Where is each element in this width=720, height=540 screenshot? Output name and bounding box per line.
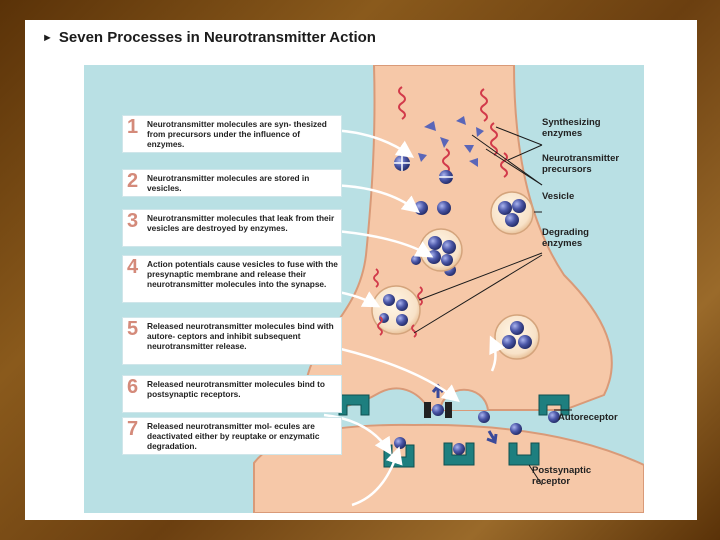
arrow-synthesis — [489, 335, 506, 372]
step-text: Action potentials cause vesicles to fuse… — [147, 259, 338, 289]
slide-title-text: Seven Processes in Neurotransmitter Acti… — [58, 29, 376, 46]
step-box: 5 Released neurotransmitter molecules bi… — [122, 317, 342, 365]
step-number: 7 — [127, 418, 139, 440]
arrow-step-6 — [323, 413, 392, 456]
step-number: 1 — [127, 116, 139, 138]
enzyme-coil — [398, 86, 406, 120]
slide-title: ► Seven Processes in Neurotransmitter Act… — [42, 29, 376, 46]
enzyme-coil — [500, 152, 508, 178]
precursor-wedge — [424, 121, 436, 131]
precursor-wedge — [469, 158, 478, 167]
diagram-panel: 1 Neurotransmitter molecules are syn- th… — [84, 65, 644, 513]
step-box: 4 Action potentials cause vesicles to fu… — [122, 255, 342, 303]
released-neurotransmitters — [394, 411, 522, 449]
precursor-wedge — [476, 127, 484, 137]
autoreceptor-shape — [338, 394, 370, 416]
label-neurotransmitter-precursors: Neurotransmitter precursors — [542, 153, 620, 175]
pointer-postsynaptic-receptor — [528, 464, 543, 486]
forming-neurotransmitters — [394, 155, 453, 184]
pointer-precursors — [471, 134, 543, 186]
step-text: Released neurotransmitter mol- ecules ar… — [147, 421, 320, 451]
step-text: Released neurotransmitter molecules bind… — [147, 379, 325, 399]
pointer-degrading-enzymes — [413, 254, 543, 334]
step-box: 7 Released neurotransmitter mol- ecules … — [122, 417, 342, 455]
label-autoreceptor: Autoreceptor — [558, 412, 618, 423]
label-synthesizing-enzymes: Synthesizing enzymes — [542, 117, 601, 139]
step-number: 4 — [127, 256, 139, 278]
step-box: 6 Released neurotransmitter molecules bi… — [122, 375, 342, 413]
precursor-wedge — [456, 116, 466, 125]
precursor-wedge — [418, 153, 427, 162]
vesicle — [490, 191, 534, 235]
pointer-precursors — [485, 148, 543, 186]
degrading-enzyme-coil — [377, 316, 383, 336]
bullet-arrow-icon: ► — [42, 32, 53, 44]
step-text: Released neurotransmitter molecules bind… — [147, 321, 334, 351]
arrow-step-7 — [351, 446, 403, 507]
postsynaptic-receptor-shape — [508, 442, 540, 466]
label-postsynaptic-receptor: Postsynaptic receptor — [532, 465, 592, 487]
step-number: 3 — [127, 210, 139, 232]
step-box: 1 Neurotransmitter molecules are syn- th… — [122, 115, 342, 153]
vesicle — [494, 314, 540, 360]
pointer-lines — [413, 126, 572, 486]
degrading-enzyme-coil — [373, 268, 379, 288]
step-number: 2 — [127, 170, 139, 192]
enzyme-coil — [442, 148, 450, 174]
step-box: 3 Neurotransmitter molecules that leak f… — [122, 209, 342, 247]
degrading-enzyme-coil — [417, 286, 423, 306]
enzyme-coil — [490, 122, 498, 156]
label-degrading-enzymes: Degrading enzymes — [542, 227, 589, 249]
step-text: Neurotransmitter molecules are stored in… — [147, 173, 310, 193]
arrow-step-5 — [323, 343, 460, 403]
enzyme-coil — [480, 88, 488, 122]
step-box: 2 Neurotransmitter molecules are stored … — [122, 169, 342, 197]
synthesizing-enzyme-coils — [398, 86, 508, 178]
vesicle — [419, 228, 463, 272]
reuptake-arrow — [486, 430, 498, 445]
postsynaptic-receptor-shape — [443, 442, 475, 466]
vesicle-degradation — [371, 268, 423, 338]
label-vesicle: Vesicle — [542, 191, 575, 202]
pointer-degrading-enzymes — [418, 252, 543, 301]
slide: ► Seven Processes in Neurotransmitter Act… — [25, 20, 697, 520]
precursor-wedge — [464, 145, 474, 153]
step-number: 5 — [127, 318, 139, 340]
pointer-synthesizing-enzymes — [507, 144, 543, 161]
step-number: 6 — [127, 376, 139, 398]
step-text: Neurotransmitter molecules are syn- thes… — [147, 119, 327, 149]
step-text: Neurotransmitter molecules that leak fro… — [147, 213, 335, 233]
neurotransmitter-precursors — [418, 116, 484, 167]
synapse-illustration — [253, 65, 644, 513]
pointer-synthesizing-enzymes — [495, 126, 543, 146]
degrading-enzyme-coil — [411, 324, 417, 338]
precursor-wedge — [440, 137, 449, 148]
